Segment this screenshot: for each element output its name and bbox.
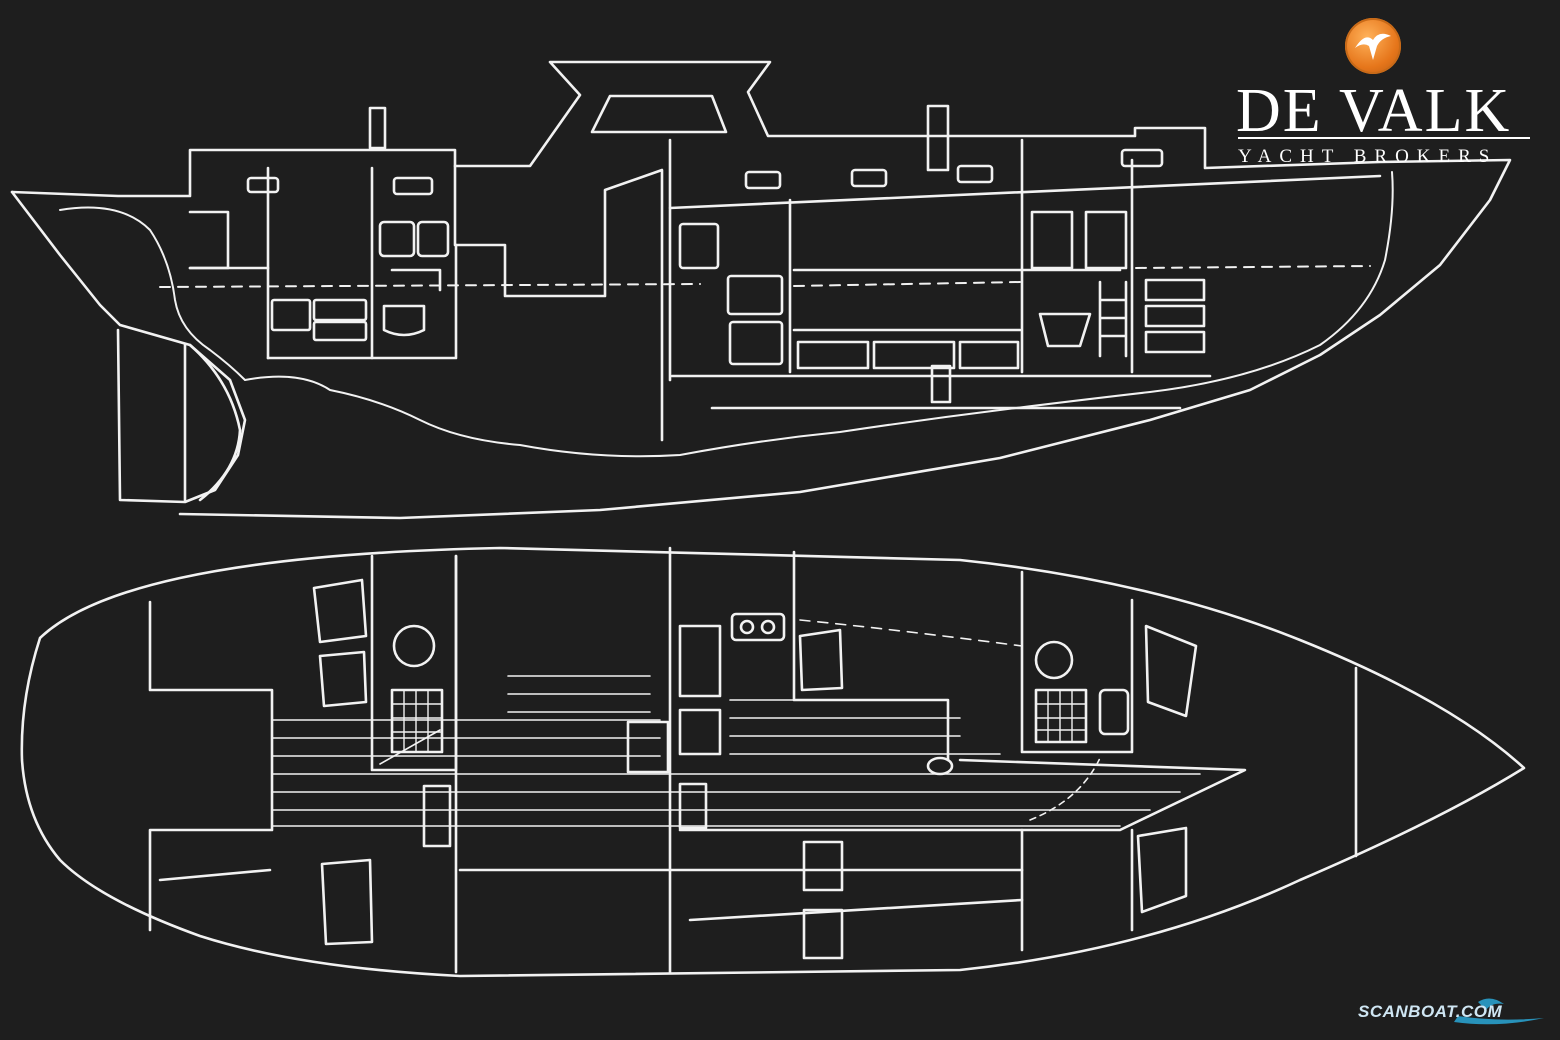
settee-cushion (872, 340, 956, 370)
plan-bulkhead-5 (792, 550, 950, 762)
brand-logo: DE VALK YACHT BROKERS (1232, 18, 1542, 168)
cushion (798, 628, 844, 692)
fwd-locker-2 (1084, 210, 1128, 270)
plan-aisle (1020, 828, 1134, 952)
porthole (1120, 148, 1164, 168)
cushion (312, 578, 368, 644)
aft-cabin-box (188, 210, 230, 270)
settee-cushion (796, 340, 870, 370)
lower-settee (158, 868, 1024, 922)
settee-dash (793, 281, 1021, 287)
mast-step (678, 782, 708, 830)
toilet-bowl (392, 624, 436, 668)
cabin-top (453, 164, 664, 442)
door-swing (1029, 757, 1101, 821)
table (626, 720, 670, 774)
fwd-dash (1135, 265, 1371, 269)
cushion (320, 858, 374, 946)
waterline-dash (159, 283, 701, 288)
locker (378, 220, 416, 258)
cushion (802, 840, 844, 892)
profile-view (10, 60, 1512, 520)
floorboards (271, 675, 1201, 827)
settee-cushion (958, 340, 1020, 370)
porthole (744, 170, 782, 190)
porthole (246, 176, 280, 194)
pilothouse-window (590, 94, 728, 134)
fwd-drawer (1144, 304, 1206, 328)
vanity (1098, 688, 1130, 736)
profile-hull-outline (10, 60, 1512, 520)
brand-name: DE VALK (1236, 77, 1512, 145)
deck-dash (799, 619, 1023, 647)
galley-counter-2 (678, 708, 722, 756)
hawk-icon (1345, 18, 1401, 74)
watermark-text: SCANBOAT.COM (1358, 1002, 1503, 1021)
aft-cabin-floor (266, 243, 458, 360)
locker (270, 298, 312, 332)
fwd-drawer (1144, 330, 1206, 354)
shower-grid-lines (1035, 689, 1087, 743)
mast (368, 106, 387, 150)
sink-bowl (760, 619, 776, 635)
fwd-drawer (1144, 278, 1206, 302)
galley-counter (678, 624, 722, 698)
porthole (392, 176, 434, 196)
fwd-locker (1030, 210, 1074, 270)
porthole (850, 168, 888, 188)
hatch (926, 756, 954, 776)
saloon-top (668, 174, 1382, 210)
porthole (956, 164, 994, 184)
plan-view (20, 546, 1526, 978)
door-swing-2 (379, 729, 441, 765)
profile-stern (10, 190, 247, 504)
galley-locker (678, 222, 720, 270)
toilet (382, 304, 426, 337)
chart-table (422, 784, 452, 848)
fwd-wc (1038, 312, 1092, 348)
brand-tagline: YACHT BROKERS (1238, 146, 1498, 167)
shower-grid-lines (391, 689, 443, 753)
mast-2 (926, 104, 950, 172)
stern-inner-line (59, 206, 246, 381)
hull-inner-line (244, 171, 1394, 458)
plan-hull-outline (20, 546, 1526, 978)
galley-locker-2 (728, 320, 784, 366)
shower-grid (1034, 688, 1088, 744)
locker (416, 220, 450, 258)
rudder-edge (188, 343, 242, 502)
keel-stub (930, 364, 952, 404)
galley-stove (726, 274, 784, 316)
plan-bulkhead-6 (1020, 570, 1134, 754)
plan-pointed-sole (678, 758, 1247, 832)
locker (312, 298, 368, 322)
cushion (802, 908, 844, 960)
toilet-bowl (1034, 640, 1074, 680)
shower-grid (390, 688, 444, 754)
aft-shelf (390, 268, 442, 292)
plan-bulkhead (148, 600, 274, 932)
watermark-swoosh-icon (1454, 998, 1544, 1025)
cushion (1144, 624, 1198, 718)
cushion (1136, 826, 1188, 914)
cushion (318, 650, 368, 708)
sink (730, 612, 786, 642)
locker (312, 320, 368, 342)
sink-bowl (739, 619, 755, 635)
ladder (1098, 280, 1128, 358)
brand-divider (1238, 137, 1530, 139)
